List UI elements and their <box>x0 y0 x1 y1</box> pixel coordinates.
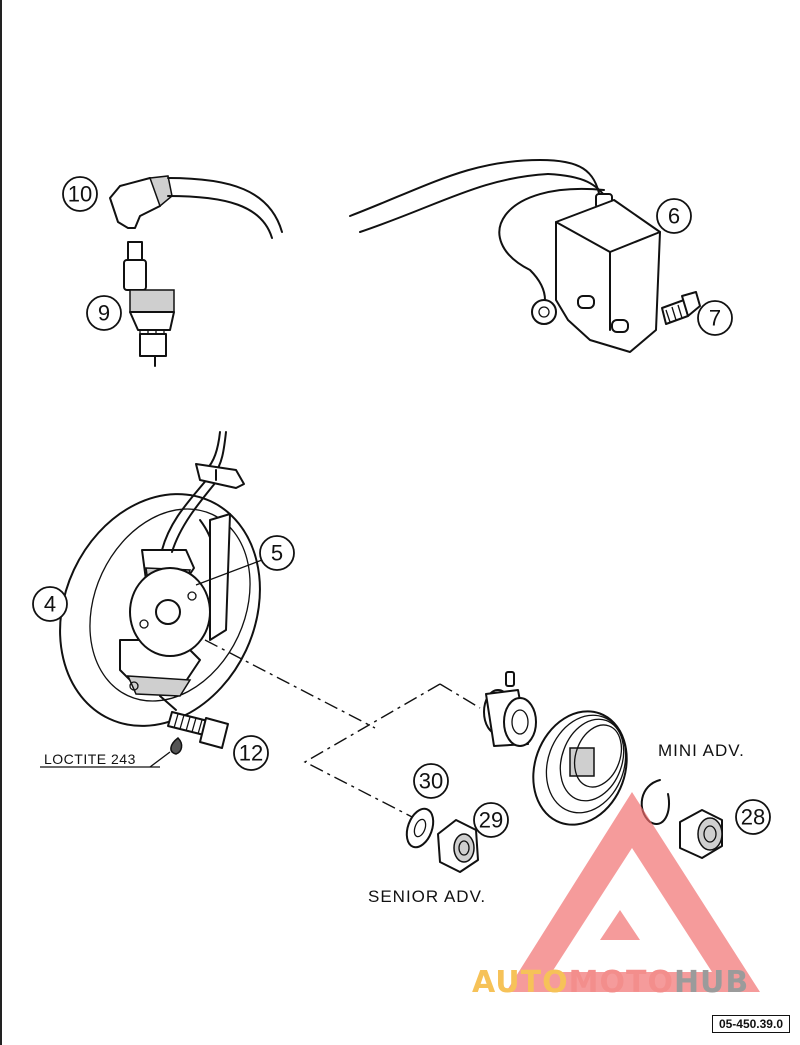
coil-bolt <box>661 291 701 325</box>
stator-wire <box>161 431 245 553</box>
stator-screw <box>159 695 229 749</box>
watermark-word: AUTOMOTOHUB <box>472 965 749 1000</box>
page-left-border <box>0 0 2 1045</box>
assembly-axis-lines <box>204 639 481 821</box>
callout-30: 30 <box>413 763 449 799</box>
mini-adv-label: MINI ADV. <box>658 741 745 760</box>
rotor-hub <box>483 671 537 747</box>
svg-text:10: 10 <box>68 182 92 207</box>
spark-plug <box>123 241 175 367</box>
spark-plug-cap <box>109 175 173 229</box>
stator-plate <box>59 493 261 727</box>
callout-5: 5 <box>259 535 295 571</box>
svg-text:6: 6 <box>668 204 680 229</box>
callout-7: 7 <box>697 300 733 336</box>
callout-6: 6 <box>656 198 692 234</box>
watermark-triangle-icon <box>506 792 760 992</box>
callout-9: 9 <box>86 295 122 331</box>
ht-lead <box>167 159 549 239</box>
svg-text:30: 30 <box>419 769 443 794</box>
callout-4: 4 <box>32 586 68 622</box>
svg-text:28: 28 <box>741 805 765 830</box>
svg-text:5: 5 <box>271 541 283 566</box>
senior-adv-label: SENIOR ADV. <box>368 887 486 906</box>
leader-loctite <box>149 751 171 768</box>
senior-nut <box>437 819 479 873</box>
leader-5 <box>195 559 263 586</box>
loctite-label: LOCTITE 243 <box>44 751 136 767</box>
svg-text:4: 4 <box>44 592 56 617</box>
callout-29: 29 <box>473 802 509 838</box>
diagram-reference-code: 05-450.39.0 <box>711 1015 790 1033</box>
svg-text:29: 29 <box>479 808 503 833</box>
washer <box>405 807 435 849</box>
svg-text:9: 9 <box>98 301 110 326</box>
rotor-flywheel <box>532 710 628 826</box>
loctite-drop-icon <box>170 737 183 755</box>
callout-10: 10 <box>62 176 98 212</box>
svg-text:7: 7 <box>709 306 721 331</box>
watermark-logo: AUTOMOTOHUB <box>472 792 760 1000</box>
svg-text:12: 12 <box>239 741 263 766</box>
ignition-coil <box>498 159 661 353</box>
rotor-nut <box>679 809 723 859</box>
callout-12: 12 <box>233 735 269 771</box>
callout-28: 28 <box>735 799 771 835</box>
